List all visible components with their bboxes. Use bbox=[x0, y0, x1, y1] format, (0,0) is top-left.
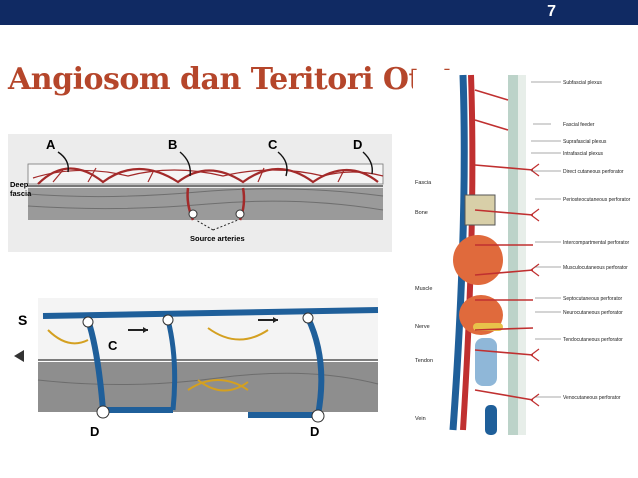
top-bar: 7 bbox=[0, 0, 638, 25]
label-subfascial-plexus: Subfascial plexus bbox=[563, 80, 602, 86]
label-muscle: Muscle bbox=[415, 286, 432, 292]
label-d-left: D bbox=[90, 424, 99, 439]
label-fascia: Fascia bbox=[415, 180, 432, 186]
venous-diagram-bottom: S C D D bbox=[8, 290, 386, 440]
label-tendon: Tendon bbox=[415, 358, 433, 364]
perforator-diagram-right: Fascia Bone Muscle Nerve Tendon Vein Sub… bbox=[413, 70, 633, 440]
label-s: S bbox=[18, 312, 27, 328]
slide-title: Angiosom dan Teritori Otot bbox=[8, 62, 455, 97]
page-number: 7 bbox=[547, 3, 556, 21]
label-direct-cutaneous: Direct cutaneous perforator bbox=[563, 169, 624, 175]
source-arteries-label: Source arteries bbox=[190, 234, 245, 243]
label-bone: Bone bbox=[415, 210, 428, 216]
label-fascial-feeder: Fascial feeder bbox=[563, 122, 595, 128]
label-periosteocutaneous: Periosteocutaneous perforator bbox=[563, 197, 631, 203]
label-d: D bbox=[353, 137, 362, 152]
label-neurocutaneous: Neurocutaneous perforator bbox=[563, 310, 623, 316]
label-intercompartmental: Intercompartmental perforator bbox=[563, 240, 629, 246]
label-venocutaneous: Venocutaneous perforator bbox=[563, 395, 621, 401]
label-c: C bbox=[268, 137, 278, 152]
label-septocutaneous: Septocutaneous perforator bbox=[563, 296, 623, 302]
angiosome-diagram-top: A B C D Deep fascia Source arteries bbox=[8, 134, 392, 252]
label-c-bottom: C bbox=[108, 338, 118, 353]
label-suprafascial-plexus: Suprafascial plexus bbox=[563, 139, 607, 145]
deep-fascia-label-2: fascia bbox=[10, 189, 32, 198]
label-intrafascial-plexus: Intrafascial plexus bbox=[563, 151, 604, 157]
label-nerve: Nerve bbox=[415, 324, 430, 330]
deep-fascia-label-1: Deep bbox=[10, 180, 29, 189]
label-musculocutaneous: Musculocutaneous perforator bbox=[563, 265, 628, 271]
label-d-right: D bbox=[310, 424, 319, 439]
label-tendocutaneous: Tendocutaneous perforator bbox=[563, 337, 623, 343]
label-b: B bbox=[168, 137, 177, 152]
label-vein: Vein bbox=[415, 416, 426, 422]
label-a: A bbox=[46, 137, 56, 152]
